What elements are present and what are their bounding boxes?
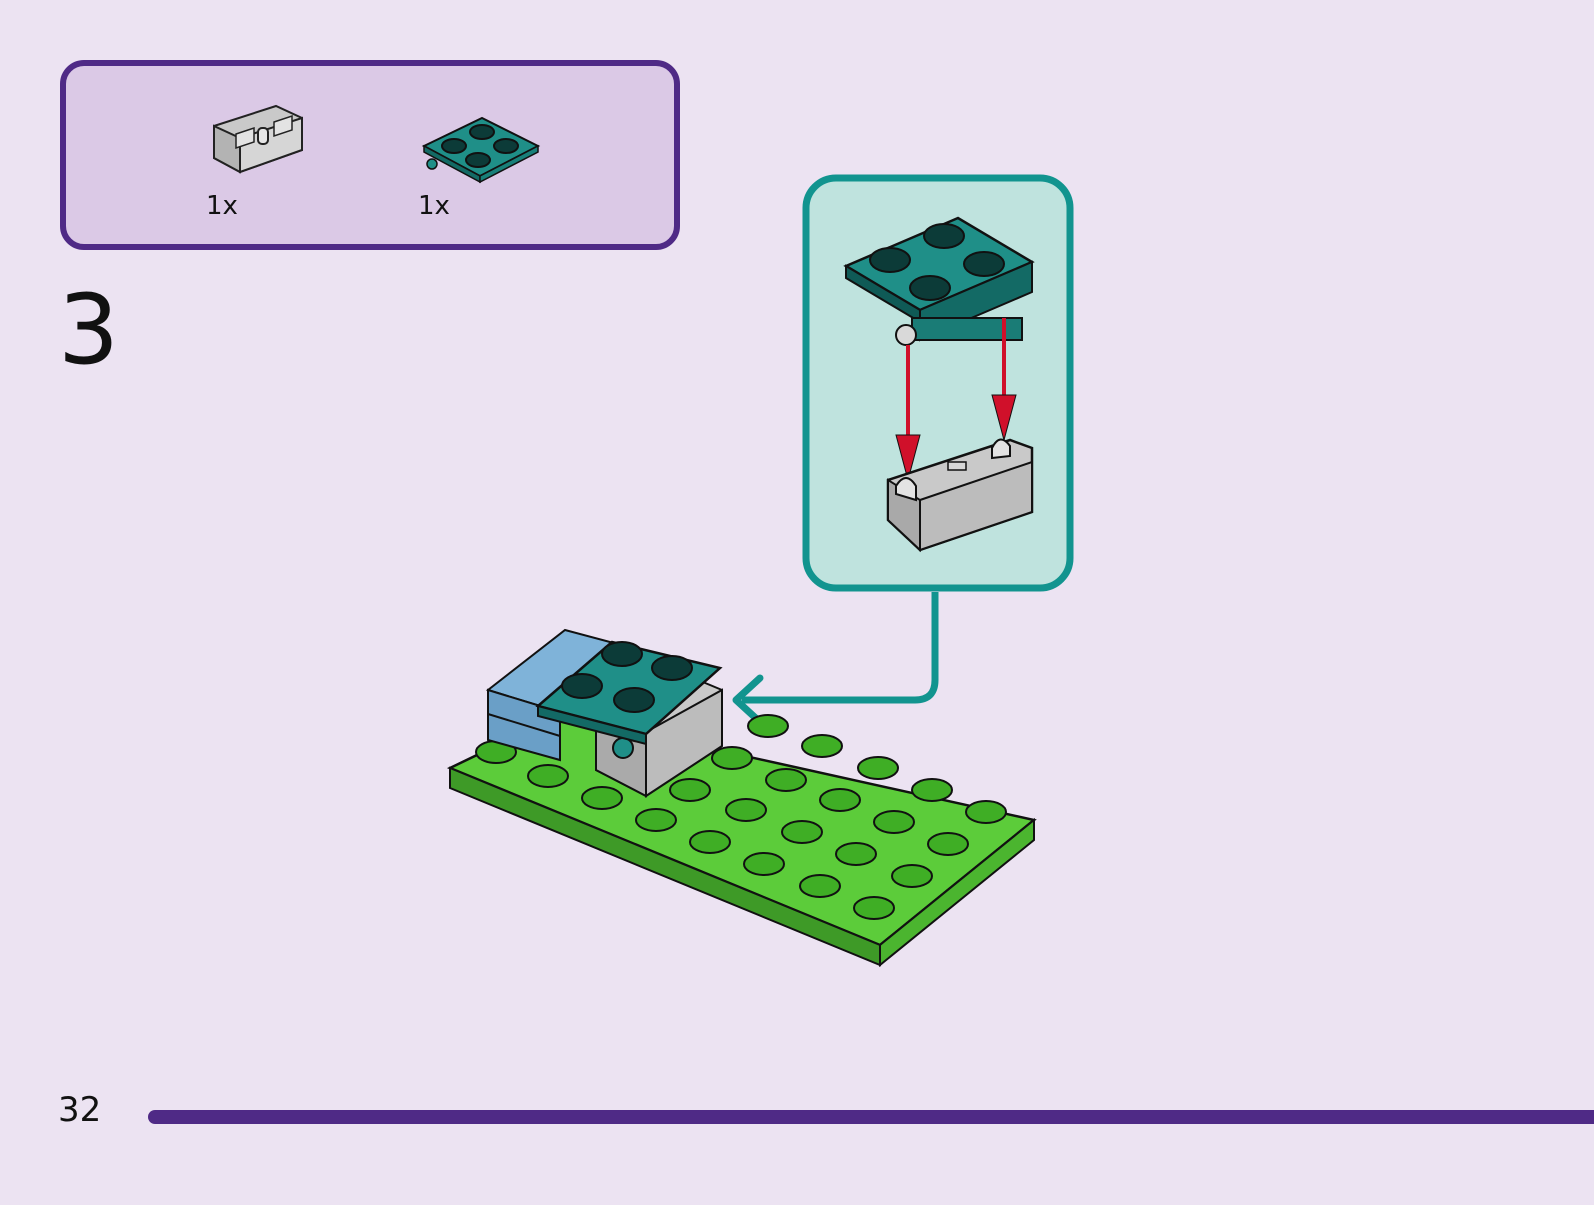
green-base-plate [446, 713, 1037, 968]
callout-hinge-brick [886, 438, 1034, 553]
red-down-arrow-icon [895, 318, 1017, 482]
parts-list-box: 1x 1x [60, 60, 680, 250]
placed-hinge-plate [535, 640, 723, 746]
hinge-plate-icon [421, 116, 541, 184]
part-count-hinge-plate: 1x [418, 191, 450, 221]
assembly-arrow-icon [742, 592, 939, 704]
page-number: 32 [58, 1090, 102, 1130]
callout-hinge-plate [843, 216, 1035, 346]
hinge-brick-icon [213, 104, 303, 174]
part-count-hinge-brick: 1x [206, 191, 238, 221]
step-number: 3 [58, 274, 120, 386]
page-footer-rule [148, 1110, 1594, 1124]
